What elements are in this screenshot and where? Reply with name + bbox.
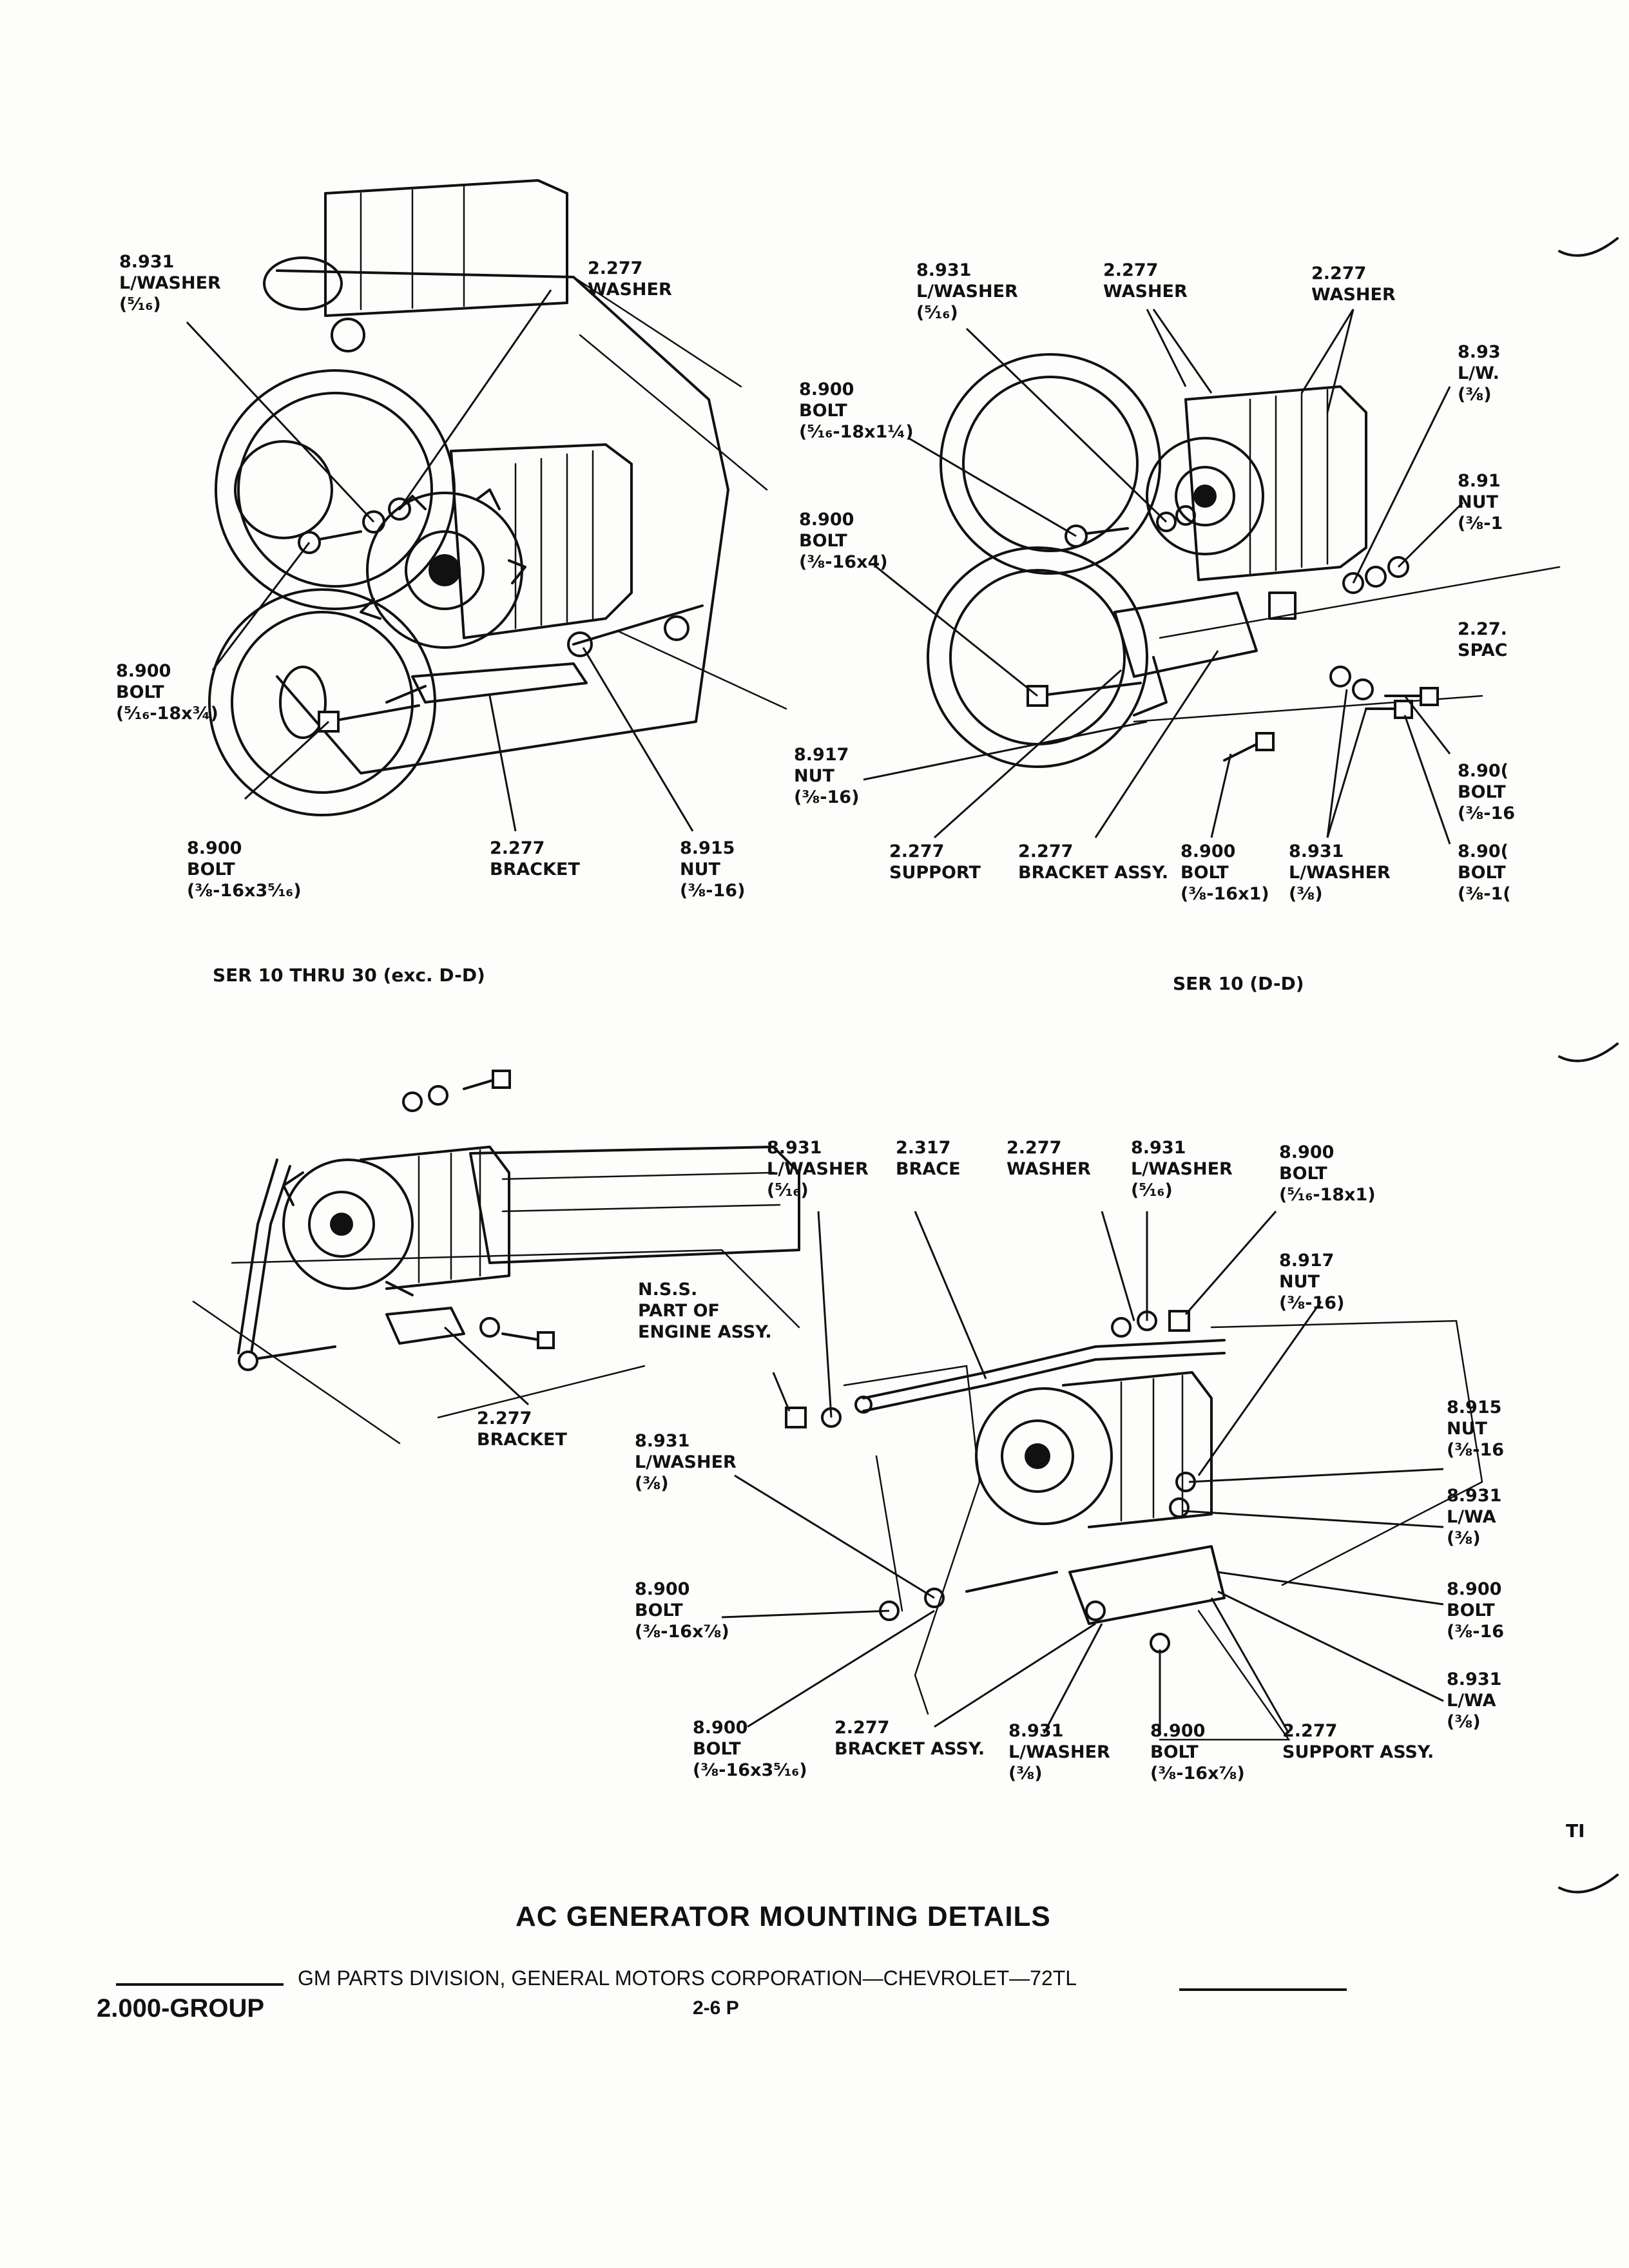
callout-d4-lwasher-38-right-a: 8.931 L/WA (⅜) (1447, 1486, 1502, 1548)
callout-d1-nut: 8.915 NUT (⅜-16) (680, 838, 746, 901)
diagram-2-illustration (863, 309, 1561, 845)
callout-d1-washer: 2.277 WASHER (588, 258, 672, 300)
binder-mark-2 (1558, 1043, 1619, 1062)
callout-d1-bracket: 2.277 BRACKET (490, 838, 580, 879)
callout-d2-bolt-516: 8.900 BOLT (⁵⁄₁₆-18x1¼) (799, 380, 914, 442)
callout-d4-bolt-38x78-left: 8.900 BOLT (⅜-16x⅞) (635, 1579, 729, 1642)
callout-d4-bolt-516: 8.900 BOLT (⁵⁄₁₆-18x1) (1279, 1142, 1376, 1205)
diagram-3-illustration (192, 1070, 800, 1445)
callout-d2-bolt-right-a: 8.90( BOLT (⅜-16 (1458, 761, 1516, 823)
callout-d4-nut-915: 8.915 NUT (⅜-16 (1447, 1398, 1505, 1460)
callout-d2-lwasher-38: 8.931 L/WASHER (⅜) (1289, 841, 1391, 904)
callout-d2-lwasher-38-top: 8.93 L/W. (⅜) (1458, 342, 1501, 405)
callout-d2-support: 2.277 SUPPORT (889, 841, 981, 883)
callout-d2-washer-a: 2.277 WASHER (1103, 260, 1188, 302)
callout-d4-bracket-assy: 2.277 BRACKET ASSY. (834, 1718, 985, 1759)
footer-publisher: GM PARTS DIVISION, GENERAL MOTORS CORPOR… (298, 1966, 1077, 1990)
diagram-4-illustration (721, 1211, 1483, 1741)
callout-d4-lwasher-38-right-b: 8.931 L/WA (⅜) (1447, 1669, 1502, 1732)
callout-d4-nss-engine: N.S.S. PART OF ENGINE ASSY. (638, 1280, 772, 1342)
callout-d2-spacer: 2.27. SPAC (1458, 619, 1508, 660)
callout-d2-bolt-right-b: 8.90( BOLT (⅜-1( (1458, 841, 1511, 904)
binder-mark-1 (1558, 237, 1619, 257)
page-number: 2-6 P (693, 1997, 739, 2019)
callout-d4-nut-917: 8.917 NUT (⅜-16) (1279, 1251, 1345, 1313)
group-number: 2.000-GROUP (97, 1994, 265, 2023)
binder-mark-3 (1558, 1874, 1619, 1894)
callout-d4-support-assy: 2.277 SUPPORT ASSY. (1282, 1721, 1434, 1762)
callout-d2-washer-b: 2.277 WASHER (1311, 264, 1396, 305)
callout-d4-washer: 2.277 WASHER (1007, 1138, 1091, 1179)
diagram-1-illustration (186, 179, 787, 832)
callout-d2-nut-38: 8.91 NUT (⅜-1 (1458, 471, 1503, 533)
margin-text: TI (1566, 1820, 1585, 1841)
callout-d2-bolt-38x1: 8.900 BOLT (⅜-16x1) (1181, 841, 1269, 904)
callout-d2-nut-917: 8.917 NUT (⅜-16) (794, 745, 860, 807)
callout-d2-bolt-38x4: 8.900 BOLT (⅜-16x4) (799, 510, 888, 572)
callout-d4-bolt-38x78-bottom: 8.900 BOLT (⅜-16x⅞) (1150, 1721, 1245, 1783)
callout-d1-washer-516: 8.931 L/WASHER (⁵⁄₁₆) (119, 252, 221, 314)
callout-d4-lwasher-516-b: 8.931 L/WASHER (⁵⁄₁₆) (1131, 1138, 1233, 1200)
callout-d4-bolt-right: 8.900 BOLT (⅜-16 (1447, 1579, 1505, 1642)
callout-d4-brace: 2.317 BRACE (896, 1138, 961, 1179)
page-title: AC GENERATOR MOUNTING DETAILS (516, 1901, 1051, 1932)
callout-d4-lwasher-38-bottom: 8.931 L/WASHER (⅜) (1008, 1721, 1110, 1783)
callout-d4-bolt-38x3516: 8.900 BOLT (⅜-16x3⁵⁄₁₆) (693, 1718, 807, 1780)
callout-d2-bracket-assy: 2.277 BRACKET ASSY. (1018, 841, 1169, 883)
diagram-1-caption: SER 10 THRU 30 (exc. D-D) (213, 965, 485, 986)
diagram-2-caption: SER 10 (D-D) (1173, 973, 1304, 994)
callout-d4-lwasher-38-left: 8.931 L/WASHER (⅜) (635, 1431, 737, 1494)
callout-d2-lwasher-516: 8.931 L/WASHER (⁵⁄₁₆) (916, 260, 1018, 323)
callout-d1-bolt-516: 8.900 BOLT (⁵⁄₁₆-18x¾) (116, 661, 218, 724)
callout-d4-lwasher-516-a: 8.931 L/WASHER (⁵⁄₁₆) (767, 1138, 869, 1200)
callout-d3-bracket: 2.277 BRACKET (477, 1408, 567, 1450)
callout-d1-bolt-38: 8.900 BOLT (⅜-16x3⁵⁄₁₆) (187, 838, 302, 901)
